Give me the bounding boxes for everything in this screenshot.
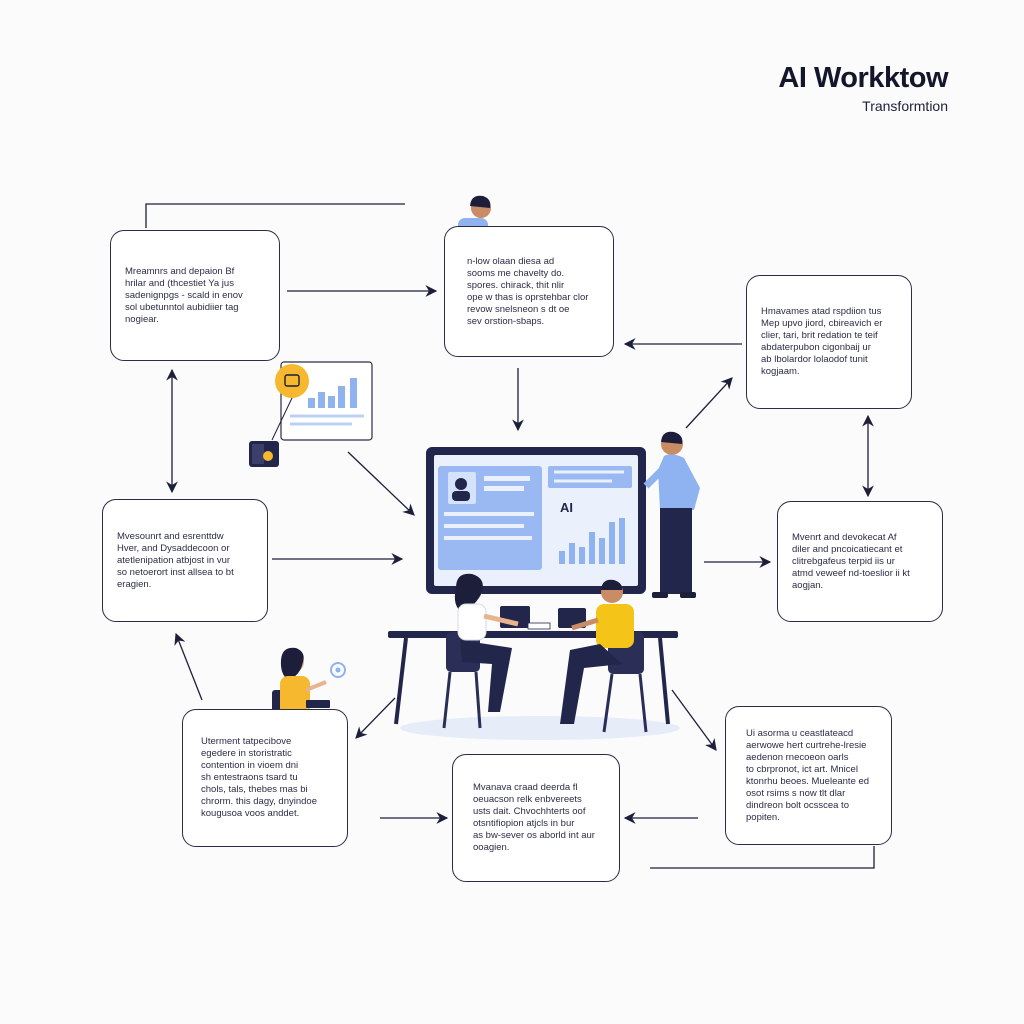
box-text-line: revow snelsneon s dt oe [467,303,570,315]
box-text-line: kogjaam. [761,366,800,377]
step-box-mid-left: Mvesounrt and esrenttdw Hver, and Dysadd… [102,499,268,622]
step-box-bottom-right: Ui asorma u ceastlateacd aerwowe hert cu… [725,706,892,845]
arrow-desk-to-bottomleft [355,697,396,739]
box-text-line: Hmavames atad rspdiion tus [761,306,882,317]
box-text-line: kougusoa voos anddet. [201,808,300,819]
box-text-line: ab lbolardor lolaodof tunit [761,354,868,365]
box-text-line: atetlenipation atbjost in vur [117,554,231,566]
box-text-line: Mvenrt and devokecat Af [792,531,897,543]
box-text-line: sooms me chavelty do. [467,267,565,279]
step-box-mid-right: Mvenrt and devokecat Af diler and pncoic… [777,501,943,622]
box-text-line: popiten. [746,811,780,823]
box-text-line: otsntifiopion atjcls in bur [473,818,575,829]
box-text-line: diler and pncoicatiecant et [792,543,903,555]
box-text-line: so netoerort inst allsea to bt [117,566,234,578]
person-standing-presenter [643,431,700,598]
box-text-line: sh entestraons tsard tu [201,772,298,783]
arrow-bottomleft-to-midleft [174,632,203,701]
box-text-line: ope w thas is oprstehbar clor [467,291,589,303]
arrow-presenter-to-topright [685,377,733,429]
box-text-line: clitrebgafeus terpid iis ur [792,555,895,567]
box-text-line: aedenon rnecoeon oarls [746,751,849,763]
box-text-line: Mvanava craad deerda fl [473,782,578,793]
floor-shadow [400,716,680,740]
settings-gear-icon [330,662,346,678]
box-text-line: chrorm. this dagy, dnyindoe [201,796,317,807]
connector-bottom-bracket [650,846,875,869]
step-box-top-left: Mreamnrs and depaion Bf hrilar and (thce… [110,230,280,361]
step-box-bottom-left: Uterment tatpecibove egedere in storistr… [182,709,348,847]
box-text-line: aerwowe hert curtrehe-lresie [746,739,867,751]
box-text-line: usts dait. Chvochhterts oof [473,806,586,817]
person-woman-at-desk [442,573,519,729]
step-box-bottom-center: Mvanava craad deerda fl oeuacson relk en… [452,754,620,882]
step-box-top-center: n-low olaan diesa ad sooms me chavelty d… [444,226,614,357]
box-text-line: as bw-sever os aborld int aur [473,830,595,841]
box-text-line: aogjan. [792,579,824,591]
box-text-line: egedere in storistratic [201,748,292,759]
box-text-line: sadenignpgs - scald in enov [125,289,243,301]
box-text-line: oeuacson relk enbvereets [473,794,582,805]
box-text-line: clier, tari, brit redation te teif [761,330,878,341]
box-text-line: nogiear. [125,313,159,325]
person-man-at-desk [560,579,648,733]
box-text-line: ooagien. [473,842,510,853]
wallet-icon [249,441,279,467]
box-text-line: Uterment tatpecibove [201,736,292,747]
arrow-desk-to-bottomright [671,689,717,751]
connector-top-bracket [145,203,405,228]
box-text-line: abdaterpubon cigonbaij ur [761,342,871,353]
box-text-line: osot rsims s now tlt dlar [746,787,846,799]
box-text-line: to cbrpronot, ict art. Mnicel [746,763,858,775]
page-subtitle: Transformtion [862,98,948,114]
box-text-line: contention in vioem dni [201,760,299,771]
svg-text:AI: AI [560,500,573,515]
box-text-line: spores. chirack, thit nlir [467,279,565,291]
box-text-line: sev orstion-sbaps. [467,315,545,327]
chart-card-icon [271,361,373,441]
box-text-line: hrilar and (thcestiet Ya jus [125,277,234,289]
step-box-top-right: Hmavames atad rspdiion tus Mep upvo jior… [746,275,912,409]
box-text-line: dindreon bolt ocsscea to [746,799,849,811]
monitor-illustration: AI [426,447,646,594]
box-text-line: sol ubetunntol aubidiier tag [125,301,239,313]
box-text-line: Mep upvo jiord, cbireavich er [761,318,883,329]
page-title: AI Workktow [778,62,948,94]
box-text-line: Ui asorma u ceastlateacd [746,727,854,739]
box-text-line: Mreamnrs and depaion Bf [125,265,235,277]
box-text-line: Mvesounrt and esrenttdw [117,530,224,542]
box-text-line: n-low olaan diesa ad [467,255,555,267]
box-text-line: Hver, and Dysaddecoon or [117,542,230,554]
box-text-line: atmd veweef nd-toeslior ii kt [792,567,910,579]
arrow-chartcard-to-monitor [347,451,415,516]
box-text-line: chols, tals, thebes mas bi [201,784,308,795]
box-text-line: eragien. [117,578,152,590]
box-text-line: ktonrhu beoes. Mueleante ed [746,775,870,787]
